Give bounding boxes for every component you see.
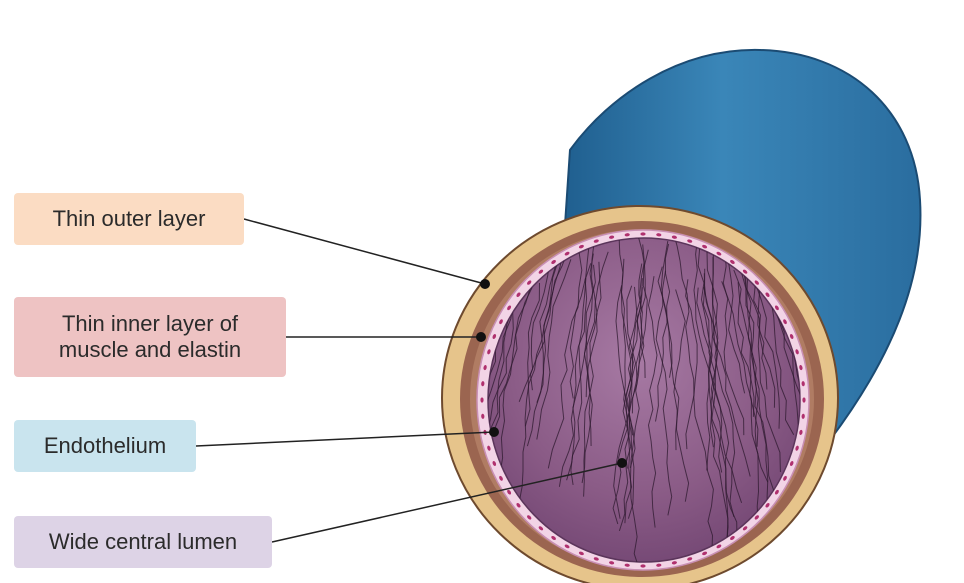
label-thin-outer-layer: Thin outer layer	[14, 193, 244, 245]
pointer-dot-outer	[480, 279, 490, 289]
endothelial-cell-nucleus	[640, 232, 645, 235]
label-thin-inner-layer: Thin inner layer of muscle and elastin	[14, 297, 286, 377]
pointer-dot-inner	[476, 332, 486, 342]
leader-line-outer	[244, 219, 485, 284]
endothelial-cell-nucleus	[480, 397, 483, 402]
endothelial-cell-nucleus	[640, 564, 645, 567]
label-text-line-2: muscle and elastin	[59, 337, 241, 363]
pointer-dot-lumen	[617, 458, 627, 468]
endothelial-cell-nucleus	[802, 397, 805, 402]
label-text-line-1: Thin inner layer of	[59, 311, 241, 337]
label-text: Endothelium	[44, 433, 166, 459]
label-text: Wide central lumen	[49, 529, 237, 555]
label-text: Thin outer layer	[53, 206, 206, 232]
pointer-dot-endo	[489, 427, 499, 437]
label-wide-central-lumen: Wide central lumen	[14, 516, 272, 568]
label-endothelium: Endothelium	[14, 420, 196, 472]
